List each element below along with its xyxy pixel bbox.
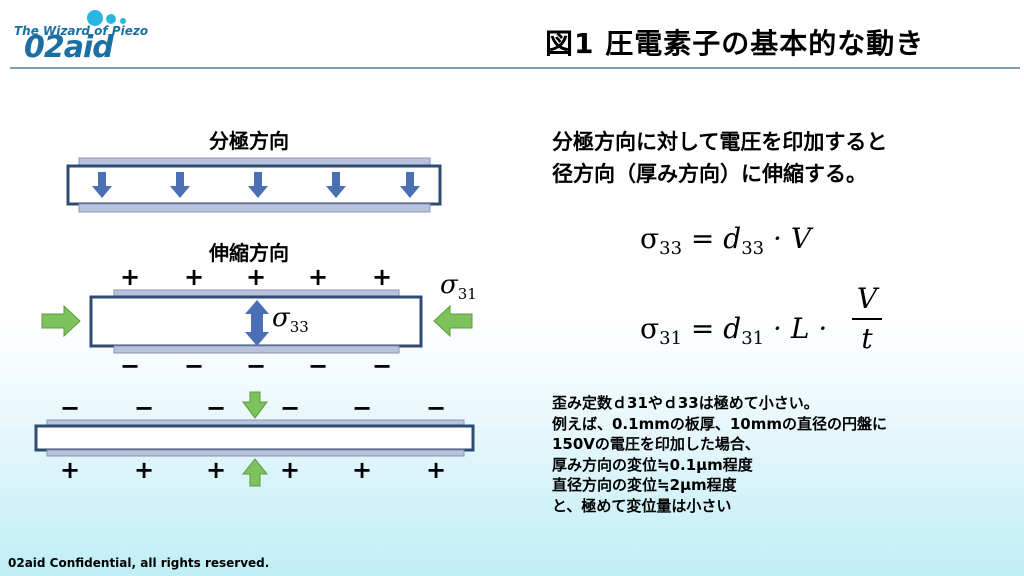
notes: 歪み定数ｄ31やｄ33は極めて小さい。 例えば、0.1mmの板厚、10mmの直径… <box>552 393 887 516</box>
eq2-fraction-bar <box>852 318 882 320</box>
plus-sign: + <box>205 456 227 484</box>
eq2-lhs: σ <box>640 312 660 345</box>
note-line: と、極めて変位量は小さい <box>552 496 732 515</box>
eq2-numerator: V <box>856 282 878 315</box>
footer-confidential: 02aid Confidential, all rights reserved. <box>8 556 270 570</box>
plus-sign: + <box>133 456 155 484</box>
expansion-label: 伸縮方向 <box>209 241 289 265</box>
logo-dot-large <box>87 10 103 26</box>
eq1-lhs: σ <box>640 222 660 255</box>
minus-sign: − <box>307 352 329 380</box>
bottom-plate <box>34 424 475 452</box>
plus-sign: + <box>425 456 447 484</box>
plus-sign: + <box>279 456 301 484</box>
note-line: 厚み方向の変位≒0.1μm程度 <box>552 455 753 474</box>
eq2-mid: · L · <box>764 312 828 345</box>
minus-sign: − <box>245 352 267 380</box>
note-line: 150Vの電圧を印加した場合、 <box>552 435 760 453</box>
eq2-d-sub: 31 <box>741 328 765 349</box>
mid-electrode-lower <box>113 345 400 354</box>
minus-sign: − <box>119 352 141 380</box>
plus-sign: + <box>307 263 329 291</box>
minus-sign: − <box>425 394 447 422</box>
equation-sigma33: σ33 = d33 · V <box>640 222 811 259</box>
eq1-d: d <box>723 222 742 255</box>
note-line: 例えば、0.1mmの板厚、10mmの直径の円盤に <box>552 414 887 433</box>
eq2-fraction: V t <box>852 282 882 356</box>
description: 分極方向に対して電圧を印加すると 径方向（厚み方向）に伸縮する。 <box>552 126 887 190</box>
description-line-2: 径方向（厚み方向）に伸縮する。 <box>552 162 867 186</box>
eq1-equals: = <box>682 222 724 255</box>
bottom-electrode-lower <box>46 449 465 457</box>
left-compress-arrow <box>41 304 81 338</box>
plus-sign: + <box>245 263 267 291</box>
logo-name: 02aid <box>24 30 114 65</box>
plus-sign: + <box>119 263 141 291</box>
minus-sign: − <box>183 352 205 380</box>
description-line-1: 分極方向に対して電圧を印加すると <box>552 130 888 154</box>
eq1-lhs-sub: 33 <box>659 238 683 259</box>
header-divider <box>10 67 1020 69</box>
polarization-arrow-4 <box>326 172 346 198</box>
sigma33-symbol: σ <box>272 303 290 333</box>
minus-sign: − <box>133 394 155 422</box>
note-line: 直径方向の変位≒2μm程度 <box>552 476 737 494</box>
top-electrode-lower <box>78 203 431 213</box>
minus-sign: − <box>59 394 81 422</box>
eq2-d: d <box>723 312 742 345</box>
plus-sign: + <box>371 263 393 291</box>
eq1-rest: · V <box>764 222 812 255</box>
polarization-arrow-1 <box>92 172 112 198</box>
minus-sign: − <box>205 394 227 422</box>
polarization-arrows <box>92 172 420 198</box>
plus-sign: + <box>351 456 373 484</box>
eq1-d-sub: 33 <box>741 238 765 259</box>
note-line: 歪み定数ｄ31やｄ33は極めて小さい。 <box>552 394 819 412</box>
up-compress-arrow <box>241 458 269 487</box>
logo-tagline: The Wizard of Piezo <box>14 24 149 38</box>
sigma31-label: σ31 <box>440 270 477 303</box>
sigma33-label: σ33 <box>272 303 309 336</box>
polarization-arrow-3 <box>248 172 268 198</box>
sigma31-symbol: σ <box>440 270 458 300</box>
logo-dot-tiny <box>120 18 126 24</box>
piezo-diagram <box>34 157 475 487</box>
polarization-arrow-2 <box>170 172 190 198</box>
minus-sign: − <box>371 352 393 380</box>
polarization-arrow-5 <box>400 172 420 198</box>
sigma33-subscript: 33 <box>289 318 309 336</box>
sigma31-subscript: 31 <box>457 285 477 303</box>
thickness-double-arrow <box>245 300 269 346</box>
page-title: 図1 圧電素子の基本的な動き <box>545 27 925 60</box>
plus-sign: + <box>183 263 205 291</box>
eq2-denominator: t <box>861 322 873 355</box>
plus-sign: + <box>59 456 81 484</box>
eq2-lhs-sub: 31 <box>659 328 683 349</box>
logo: The Wizard of Piezo 02aid <box>10 6 180 66</box>
polarization-label: 分極方向 <box>209 129 289 153</box>
down-compress-arrow <box>242 391 268 419</box>
equation-sigma31: σ31 = d31 · L · <box>640 312 827 349</box>
right-compress-arrow <box>433 304 473 338</box>
minus-sign: − <box>351 394 373 422</box>
logo-dot-small <box>106 14 116 24</box>
minus-sign: − <box>279 394 301 422</box>
eq2-equals: = <box>682 312 724 345</box>
